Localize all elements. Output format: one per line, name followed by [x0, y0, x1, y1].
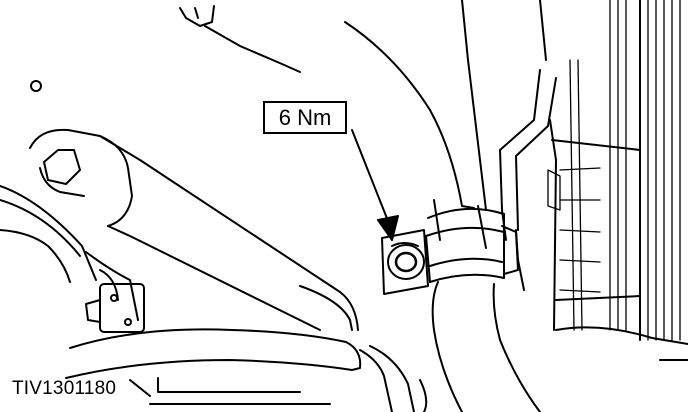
torque-arrow [351, 129, 399, 241]
secondary-pipe [499, 69, 557, 291]
radiator-panel [461, 0, 688, 345]
figure-reference-code: TIV1301180 [12, 378, 117, 399]
bolt-flange [381, 229, 429, 295]
coolant-pipe [431, 199, 541, 412]
lower-hoses [65, 328, 428, 412]
frame-bracket [149, 377, 331, 405]
reference-hole [30, 80, 42, 92]
extension-rod [29, 128, 359, 331]
torque-spec-label: 6 Nm [263, 101, 347, 134]
body-panel-curve [344, 21, 475, 209]
radiator-fins [547, 0, 681, 341]
top-bracket [179, 5, 301, 73]
wiring-bundle [0, 185, 139, 321]
mounting-clip [85, 283, 145, 333]
